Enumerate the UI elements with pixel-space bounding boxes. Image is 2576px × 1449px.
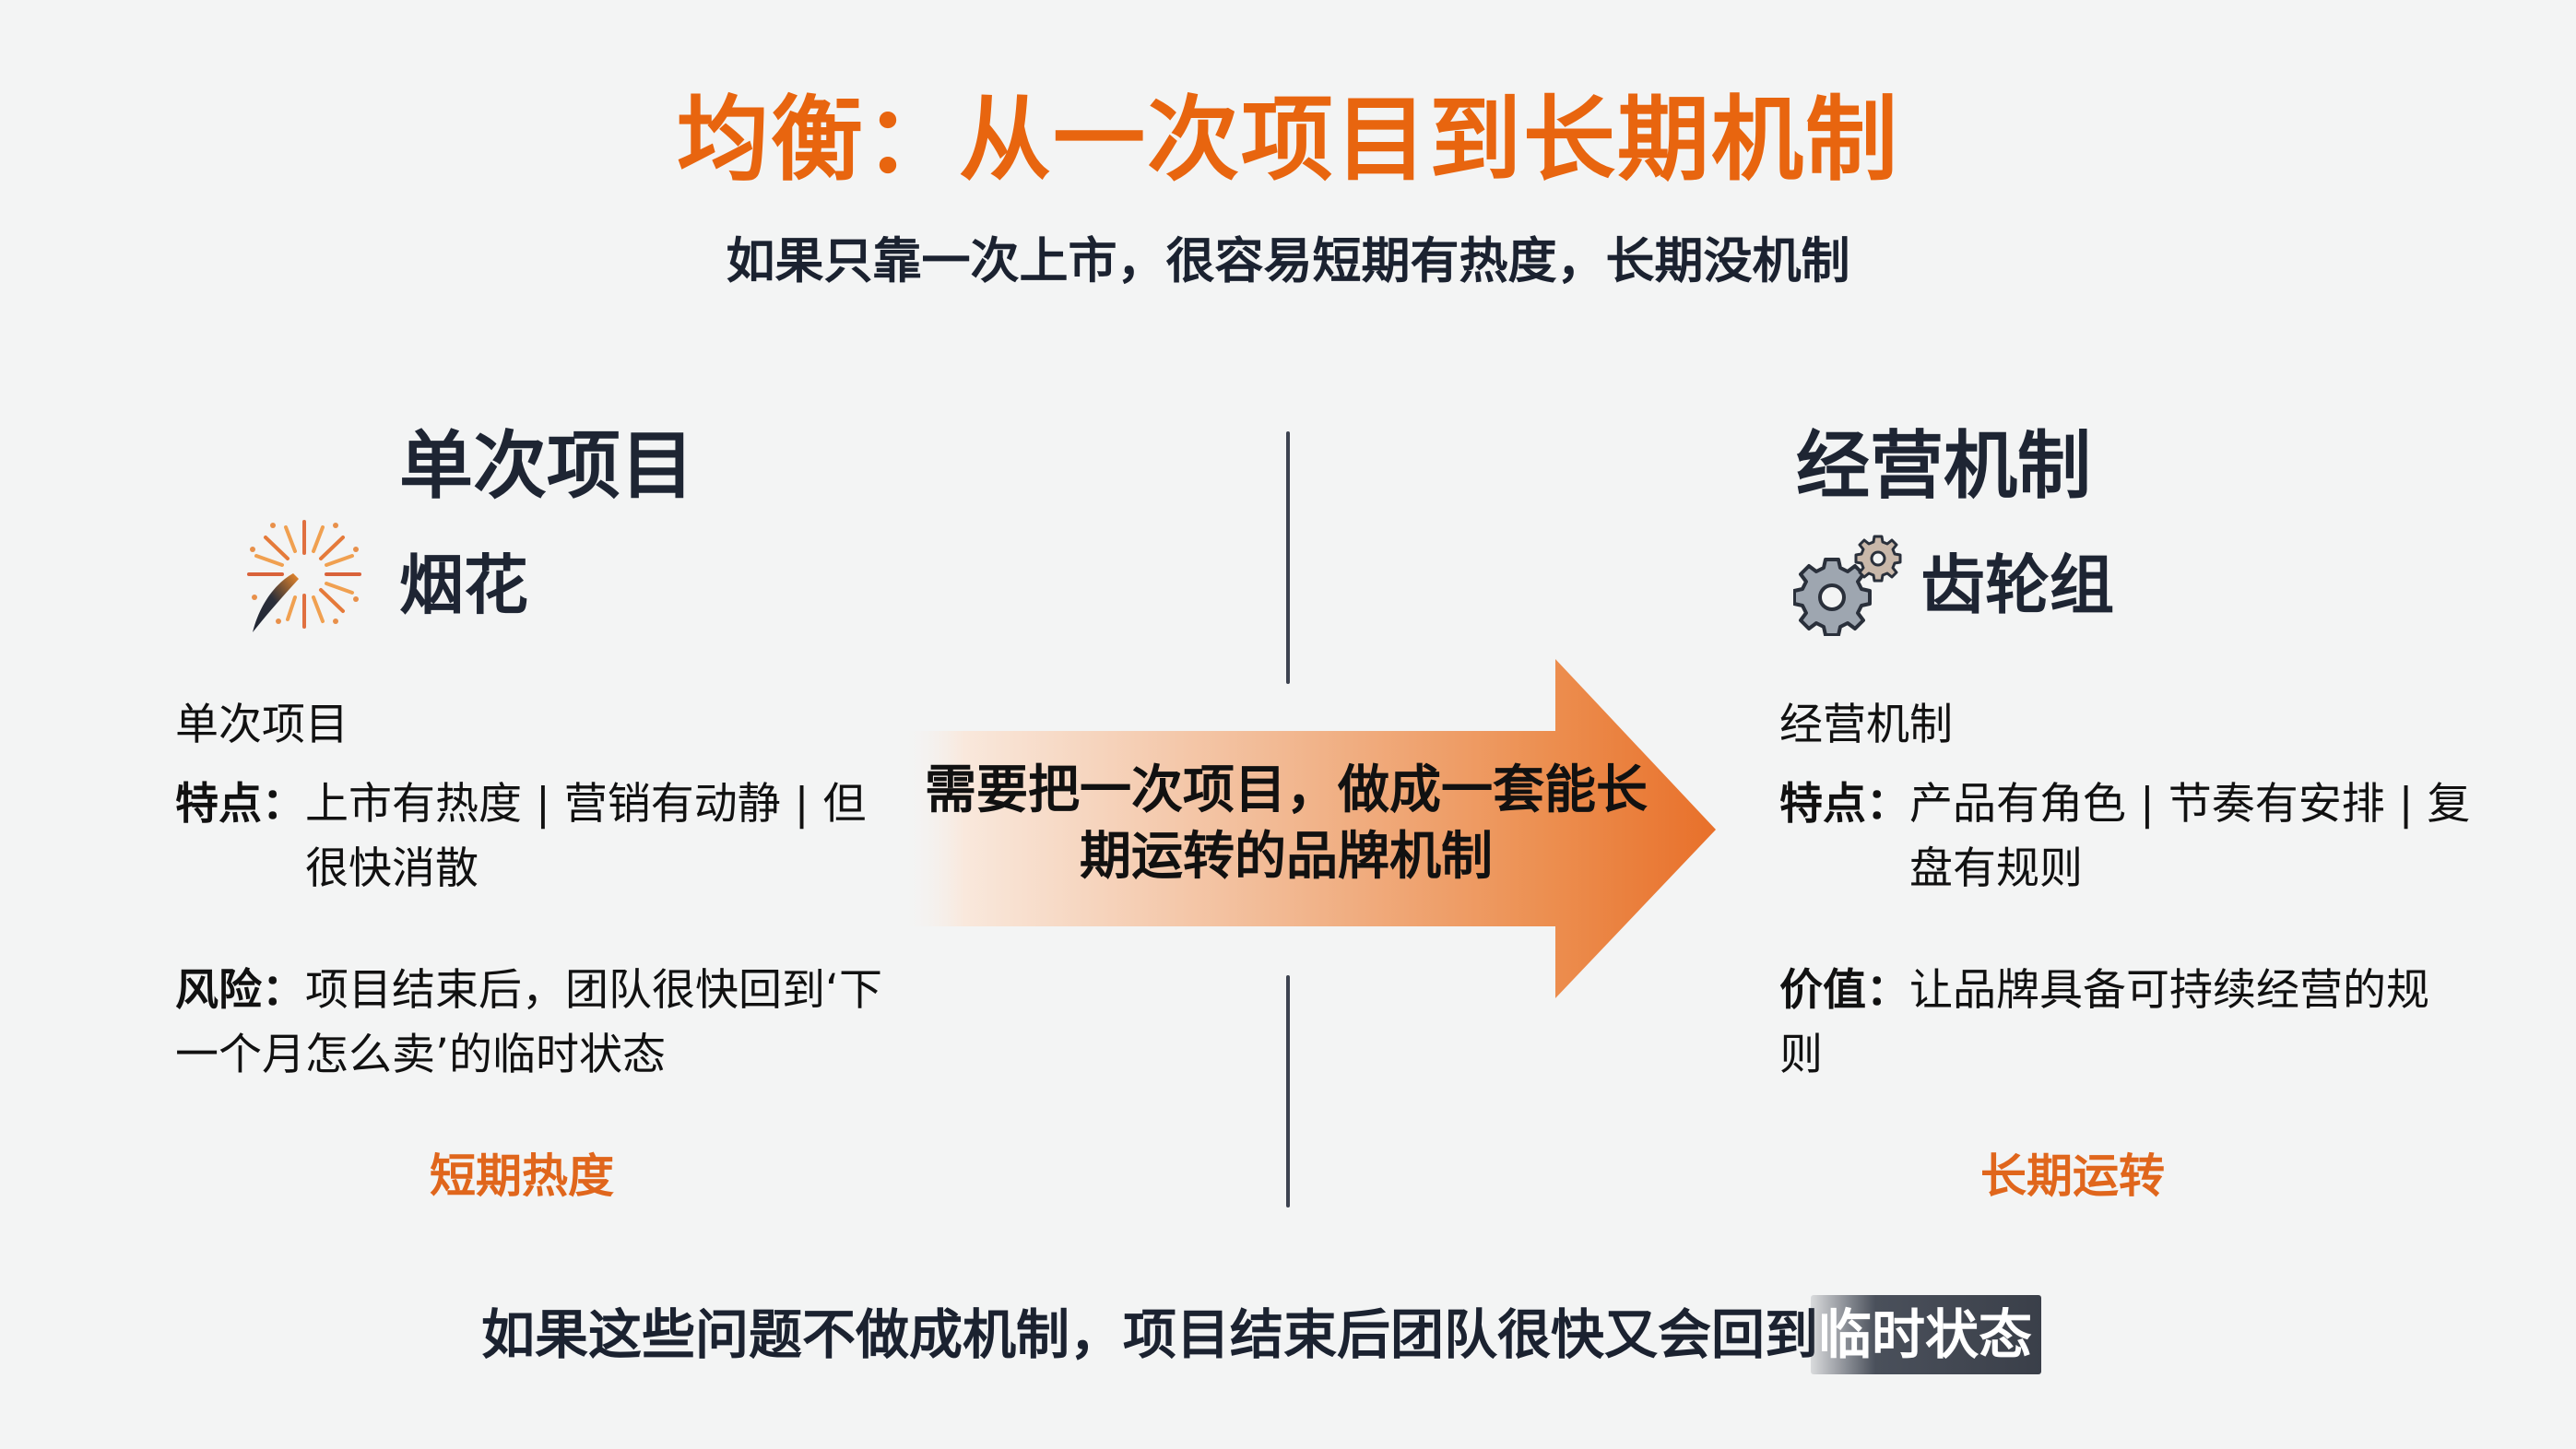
subtitle-caption: 如果这些问题不做成机制，项目结束后团队很快又会回到临时状态 xyxy=(481,1295,2042,1374)
caption-main: 如果这些问题不做成机制，项目结束后团队很快又会回到 xyxy=(481,1303,1819,1366)
divider-bottom xyxy=(1286,975,1290,1208)
gears-icon xyxy=(1792,535,1904,637)
arrow-text: 需要把一次项目，做成一套能长期运转的品牌机制 xyxy=(925,760,1648,887)
left-tag: 短期热度 xyxy=(430,1149,614,1203)
page-subtitle: 如果只靠一次上市，很容易短期有热度，长期没机制 xyxy=(726,233,1850,289)
left-features-value: 上市有热度 | 营销有动静 | 但很快消散 xyxy=(305,779,867,894)
right-value-value: 让品牌具备可持续经营的规则 xyxy=(1779,965,2429,1080)
right-features: 特点： 产品有角色 | 节奏有安排 | 复盘有规则 xyxy=(1779,772,2480,901)
right-features-label: 特点： xyxy=(1779,779,1909,830)
left-risk-value: 项目结束后，团队很快回到‘下一个月怎么卖’的临时状态 xyxy=(175,965,882,1080)
right-icon-label: 齿轮组 xyxy=(1920,548,2114,623)
right-features-value: 产品有角色 | 节奏有安排 | 复盘有规则 xyxy=(1909,779,2471,894)
right-value-label: 价值： xyxy=(1779,965,1909,1016)
left-icon-label: 烟花 xyxy=(399,548,528,623)
transition-arrow xyxy=(899,656,1719,1002)
divider-top xyxy=(1286,431,1290,684)
right-heading: 经营机制 xyxy=(1796,423,2091,509)
left-risk-label: 风险： xyxy=(175,965,305,1016)
left-features-label: 特点： xyxy=(175,779,305,830)
left-risk: 风险：项目结束后，团队很快回到‘下一个月怎么卖’的临时状态 xyxy=(175,959,894,1088)
left-features: 特点： 上市有热度 | 营销有动静 | 但很快消散 xyxy=(175,772,876,901)
caption-highlight: 临时状态 xyxy=(1811,1295,2042,1374)
fireworks-icon xyxy=(245,514,363,639)
right-label: 经营机制 xyxy=(1779,700,1953,750)
right-tag: 长期运转 xyxy=(1980,1149,2165,1203)
page-title: 均衡：从一次项目到长期机制 xyxy=(677,86,1899,194)
left-heading: 单次项目 xyxy=(399,423,694,509)
left-label: 单次项目 xyxy=(175,700,349,750)
right-value: 价值：让品牌具备可持续经营的规则 xyxy=(1779,959,2462,1088)
